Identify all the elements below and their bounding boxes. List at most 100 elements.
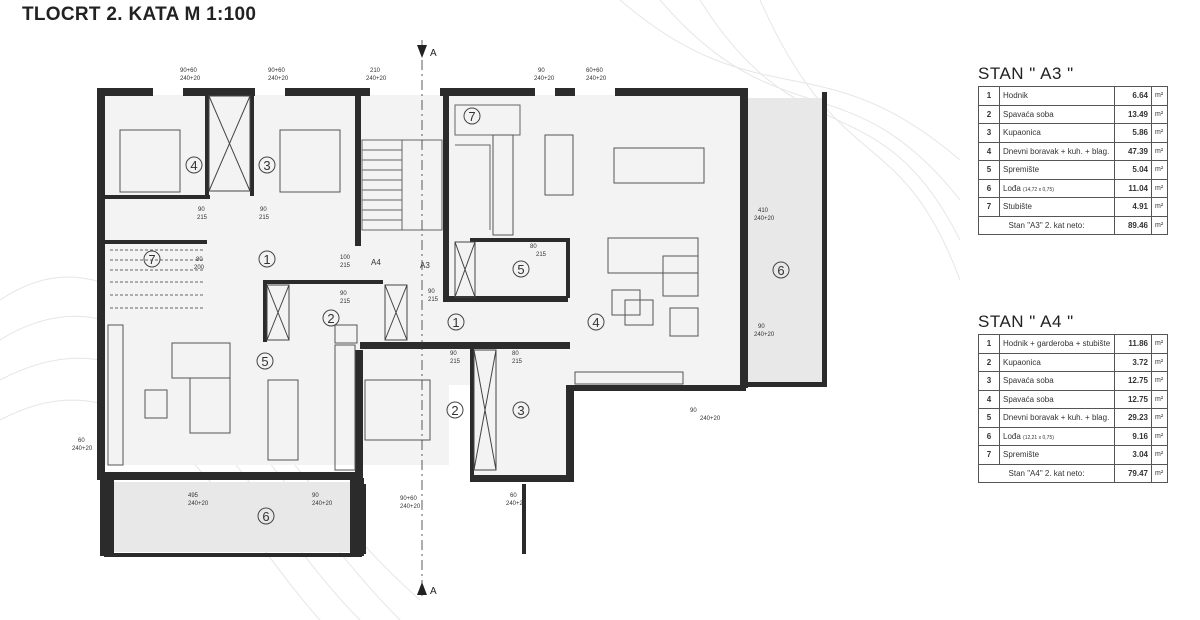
row-number: 1 xyxy=(978,86,1000,106)
dim: 200 xyxy=(194,265,205,271)
room-a3-7: 7 xyxy=(468,109,475,124)
room-name: Spremište xyxy=(999,160,1115,180)
staircase xyxy=(110,104,521,309)
row-number: 6 xyxy=(978,426,1000,446)
room-note: (12,21 x 0,75) xyxy=(1023,434,1054,441)
area-table-a3: STAN " A3 " 1 Hodnik 6.64 m² 2 Spavaća so… xyxy=(978,64,1168,235)
room-name: Dnevni boravak + kuh. + blag. xyxy=(999,141,1115,161)
room-name: Spavaća soba xyxy=(999,371,1115,391)
row-number: 4 xyxy=(978,389,1000,409)
room-name-text: Stubište xyxy=(1003,202,1032,212)
room-name-text: Hodnik + garderoba + stubište xyxy=(1003,339,1111,349)
section-line: A A xyxy=(417,40,437,600)
table-row: 3 Kupaonica 5.86 m² xyxy=(978,123,1168,143)
dim: 215 xyxy=(536,252,547,258)
area-unit: m² xyxy=(1151,426,1168,446)
room-numbers xyxy=(143,107,790,525)
dim: 410 xyxy=(758,208,769,214)
dim: 240+20 xyxy=(754,216,775,222)
furniture xyxy=(107,129,705,471)
room-a4-4: 4 xyxy=(190,158,197,173)
dim: 80 xyxy=(512,351,519,357)
room-name: Spavaća soba xyxy=(999,389,1115,409)
dim: 240+20 xyxy=(506,501,527,507)
room-a4-3: 3 xyxy=(263,158,270,173)
dim: 90 xyxy=(340,291,347,297)
room-name-text: Lođa xyxy=(1003,183,1021,193)
dim: 90 xyxy=(428,289,435,295)
area-unit: m² xyxy=(1151,215,1168,235)
dim: 90 xyxy=(758,324,765,330)
table-row: 6 Lođa (14,72 x 0,75) 11.04 m² xyxy=(978,178,1168,198)
dim: 90 xyxy=(690,408,697,414)
table-row: 4 Dnevni boravak + kuh. + blag. 47.39 m² xyxy=(978,141,1168,161)
dim: 90 xyxy=(538,68,545,74)
room-area: 6.64 xyxy=(1114,86,1152,106)
area-unit: m² xyxy=(1151,445,1168,465)
row-number: 6 xyxy=(978,178,1000,198)
room-a4-6: 6 xyxy=(262,509,269,524)
table-row: 1 Hodnik + garderoba + stubište 11.86 m² xyxy=(978,334,1168,354)
room-area: 12.75 xyxy=(1114,389,1152,409)
room-a4-5: 5 xyxy=(261,354,268,369)
room-name: Hodnik xyxy=(999,86,1115,106)
loggia-a4 xyxy=(110,482,355,552)
dim: 90+60 xyxy=(180,68,198,74)
dim: 210 xyxy=(370,68,381,74)
room-name: Lođa (12,21 x 0,75) xyxy=(999,426,1115,446)
dim: 215 xyxy=(450,359,461,365)
dim: 60 xyxy=(78,438,85,444)
room-note: (14,72 x 0,75) xyxy=(1023,186,1054,193)
dim: 215 xyxy=(512,359,523,365)
section-label-bottom: A xyxy=(430,586,437,597)
dim: 90 xyxy=(198,207,205,213)
table-row: 6 Lođa (12,21 x 0,75) 9.16 m² xyxy=(978,426,1168,446)
room-a3-3: 3 xyxy=(517,403,524,418)
area-unit: m² xyxy=(1151,352,1168,372)
wardrobes xyxy=(208,95,497,471)
row-number: 2 xyxy=(978,104,1000,124)
room-name-text: Spremište xyxy=(1003,450,1040,460)
room-name: Lođa (14,72 x 0,75) xyxy=(999,178,1115,198)
dim: 240+20 xyxy=(268,76,289,82)
room-name: Dnevni boravak + kuh. + blag. xyxy=(999,408,1115,428)
row-number: 2 xyxy=(978,352,1000,372)
room-name-text: Kupaonica xyxy=(1003,128,1041,138)
dim: 215 xyxy=(259,215,270,221)
floor-plan-drawing: A A 4 3 7 1 2 5 6 7 5 1 4 6 2 3 A4 A3 90… xyxy=(0,0,960,620)
room-name-text: Spavaća soba xyxy=(1003,109,1054,119)
dim: 240+20 xyxy=(366,76,387,82)
row-number: 7 xyxy=(978,197,1000,217)
total-row: Stan "A3" 2. kat neto: 89.46 m² xyxy=(978,215,1168,235)
dim: 80 xyxy=(196,257,203,263)
row-number: 5 xyxy=(978,408,1000,428)
table-row: 3 Spavaća soba 12.75 m² xyxy=(978,371,1168,391)
dim: 240+20 xyxy=(312,501,333,507)
dim: 215 xyxy=(197,215,208,221)
table-title: STAN " A3 " xyxy=(978,64,1074,83)
room-name: Spavaća soba xyxy=(999,104,1115,124)
table-row: 5 Spremište 5.04 m² xyxy=(978,160,1168,180)
row-number: 3 xyxy=(978,123,1000,143)
total-label: Stan "A3" 2. kat neto: xyxy=(978,215,1115,235)
sheet-title: TLOCRT 2. KATA M 1:100 xyxy=(22,4,257,25)
room-name: Kupaonica xyxy=(999,123,1115,143)
row-number: 4 xyxy=(978,141,1000,161)
dim: 90 xyxy=(260,207,267,213)
dim: 240+20 xyxy=(400,504,421,510)
room-a4-1: 1 xyxy=(263,252,270,267)
room-area: 11.86 xyxy=(1114,334,1152,354)
dim: 215 xyxy=(340,299,351,305)
dim: 60+60 xyxy=(586,68,604,74)
room-name-text: Spavaća soba xyxy=(1003,394,1054,404)
area-unit: m² xyxy=(1151,123,1168,143)
table-row: 5 Dnevni boravak + kuh. + blag. 29.23 m² xyxy=(978,408,1168,428)
room-name-text: Hodnik xyxy=(1003,91,1028,101)
dim: 240+20 xyxy=(534,76,555,82)
room-area: 4.91 xyxy=(1114,197,1152,217)
room-name-text: Spremište xyxy=(1003,165,1040,175)
table-title: STAN " A4 " xyxy=(978,312,1074,331)
area-unit: m² xyxy=(1151,160,1168,180)
table-row: 7 Spremište 3.04 m² xyxy=(978,445,1168,465)
